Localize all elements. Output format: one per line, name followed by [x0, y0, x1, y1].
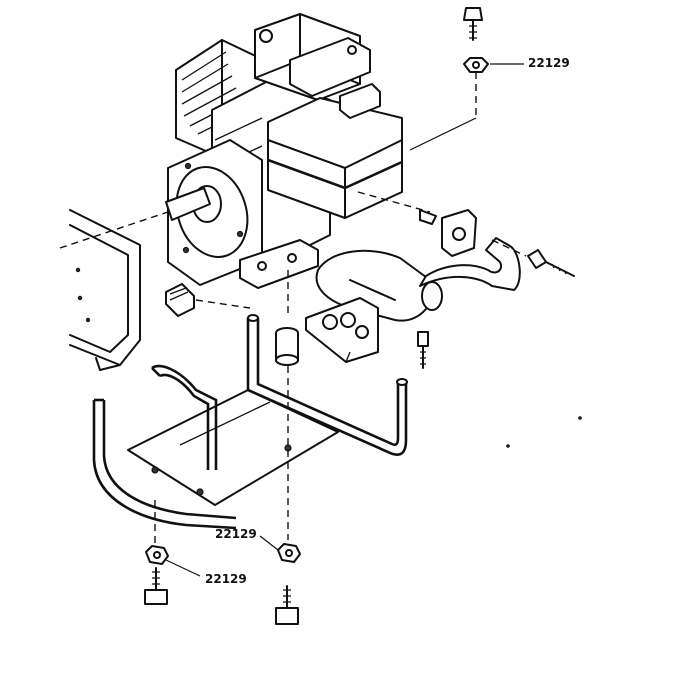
exhaust-elbow: [419, 237, 521, 311]
speck: [506, 444, 510, 448]
engine: [165, 13, 403, 289]
top-bolt: [463, 7, 483, 41]
bottom-left-bolt: [144, 567, 168, 605]
muffler: [305, 249, 434, 363]
pipe-fitting: [165, 283, 251, 317]
bottom-left-lock-nut: [145, 545, 169, 565]
callout-part-number-bottom-middle: 22129: [215, 527, 257, 541]
exhaust-bolt: [491, 239, 575, 277]
output-shaft: [165, 187, 211, 221]
side-panel: [69, 209, 141, 371]
base-frame: [92, 314, 408, 530]
muffler-screw: [417, 331, 429, 369]
muffler-bracket: [305, 297, 379, 363]
exhaust-centerline: [357, 191, 431, 213]
callout-part-number-top: 22129: [528, 56, 570, 70]
shaft-centerline: [59, 211, 169, 249]
bottom-middle-bolt: [275, 585, 299, 625]
bottom-middle-lock-nut: [277, 543, 301, 563]
top-lock-nut: [463, 57, 489, 73]
rubber-isolator: [275, 327, 299, 366]
speck: [578, 416, 582, 420]
engine-mount-foot: [239, 239, 319, 289]
gasket-screw: [419, 209, 437, 225]
exhaust-gasket: [419, 209, 477, 257]
top-bolt-leader: [409, 117, 477, 151]
bottom-left-callout-leader: [165, 559, 201, 577]
base-plate: [127, 389, 339, 506]
fuel-tank: [267, 97, 403, 219]
bottom-middle-callout-leader: [259, 535, 279, 551]
callout-part-number-bottom-left: 22129: [205, 572, 247, 586]
